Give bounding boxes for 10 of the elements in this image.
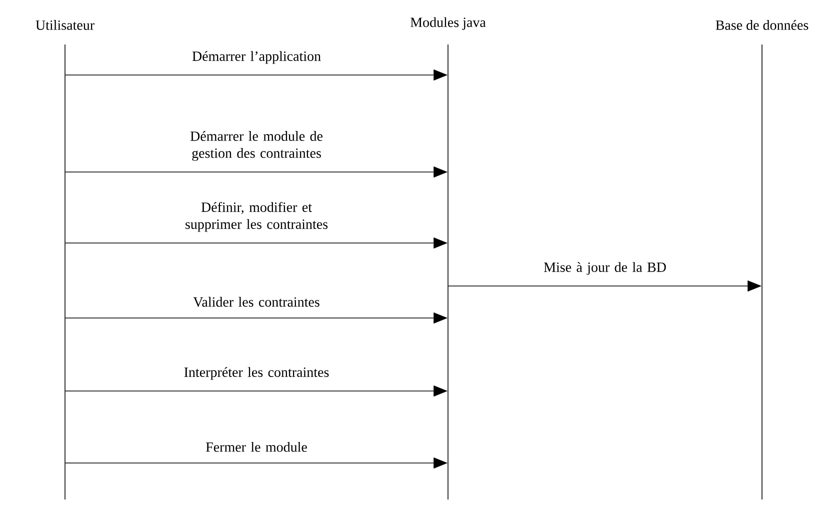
edge-label: Démarrer l’application bbox=[192, 51, 321, 64]
edge-label: Définir, modifier et supprimer les contraintes bbox=[186, 202, 328, 232]
edge-label: Démarrer le module de gestion des contraintes bbox=[190, 131, 322, 161]
lifeline: Modules java bbox=[410, 17, 486, 500]
lifeline: Base de données bbox=[716, 20, 808, 500]
edge-label: Mise à jour de la BD bbox=[544, 262, 666, 275]
lifeline: Utilisateur bbox=[36, 20, 94, 500]
edge-label: Valider les contraintes bbox=[193, 296, 320, 307]
edge-label: Interpréter les contraintes bbox=[184, 367, 329, 380]
edge-label: Fermer le module bbox=[206, 442, 307, 452]
